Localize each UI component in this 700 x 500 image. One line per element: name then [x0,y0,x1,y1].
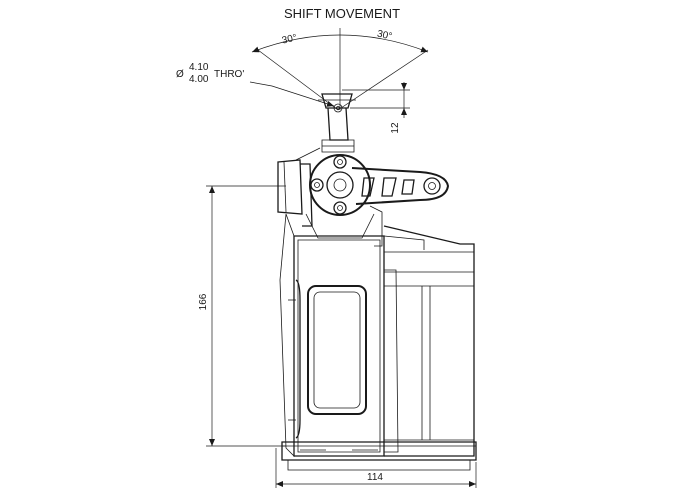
hole-lower-tolerance: 4.00 [189,74,209,85]
angle-right-label: 30° [376,29,393,43]
dim-114-label: 114 [367,472,383,483]
hole-callout: Ø 4.10 4.00 THRO' [176,62,335,107]
hole-thro-note: THRO' [214,69,244,80]
dimension-114: 114 [275,448,477,488]
dim-166-label: 166 [198,293,209,310]
pivot-assembly [277,147,450,247]
title-shift-movement: SHIFT MOVEMENT [284,6,400,21]
dimension-166: 166 [198,185,286,447]
dim-12-label: 12 [390,122,401,134]
main-housing [279,213,477,471]
hole-upper-tolerance: 4.10 [189,62,209,73]
angle-left-label: 30° [281,33,298,47]
shift-stick [318,93,356,153]
dimension-12: 12 [342,82,410,134]
shift-angle-dimension: 30° 30° [251,28,429,111]
hole-diameter-symbol: Ø [176,69,184,80]
